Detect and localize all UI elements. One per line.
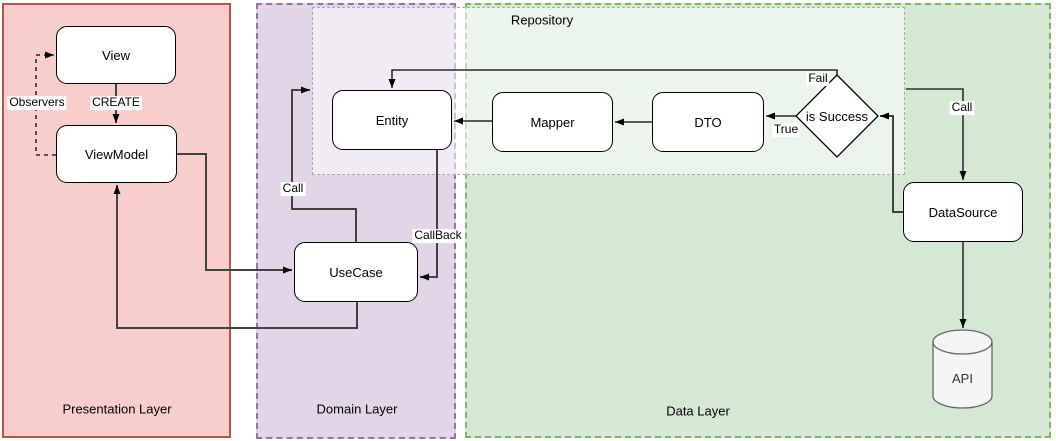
edge-label-call-data: Call	[949, 100, 975, 115]
edge-label-callback: CallBack	[412, 228, 464, 243]
node-usecase: UseCase	[294, 242, 418, 302]
node-usecase-label: UseCase	[329, 264, 383, 280]
presentation-layer-title: Presentation Layer	[62, 401, 172, 417]
domain-layer-title: Domain Layer	[316, 401, 398, 417]
node-mapper: Mapper	[492, 92, 613, 152]
node-dto-label: DTO	[694, 114, 722, 130]
node-viewmodel: ViewModel	[56, 125, 177, 183]
node-viewmodel-label: ViewModel	[84, 146, 149, 162]
edge-label-call-domain: Call	[280, 181, 306, 196]
edge-label-observers: Observers	[7, 95, 67, 110]
node-datasource-label: DataSource	[928, 204, 998, 220]
node-view-label: View	[102, 47, 130, 63]
edge-label-create: CREATE	[90, 95, 142, 110]
node-entity: Entity	[332, 90, 452, 150]
node-mapper-label: Mapper	[530, 114, 575, 130]
edge-label-fail: Fail	[806, 71, 830, 86]
node-datasource: DataSource	[903, 182, 1023, 242]
node-entity-label: Entity	[375, 112, 409, 128]
node-view: View	[56, 26, 176, 84]
data-layer-title: Data Layer	[666, 403, 730, 419]
node-api-label: API	[952, 371, 973, 386]
edge-label-true: True	[771, 122, 801, 137]
node-dto: DTO	[652, 92, 764, 152]
node-is-success-label: is Success	[805, 108, 869, 124]
repository-group-title: Repository	[510, 12, 574, 28]
